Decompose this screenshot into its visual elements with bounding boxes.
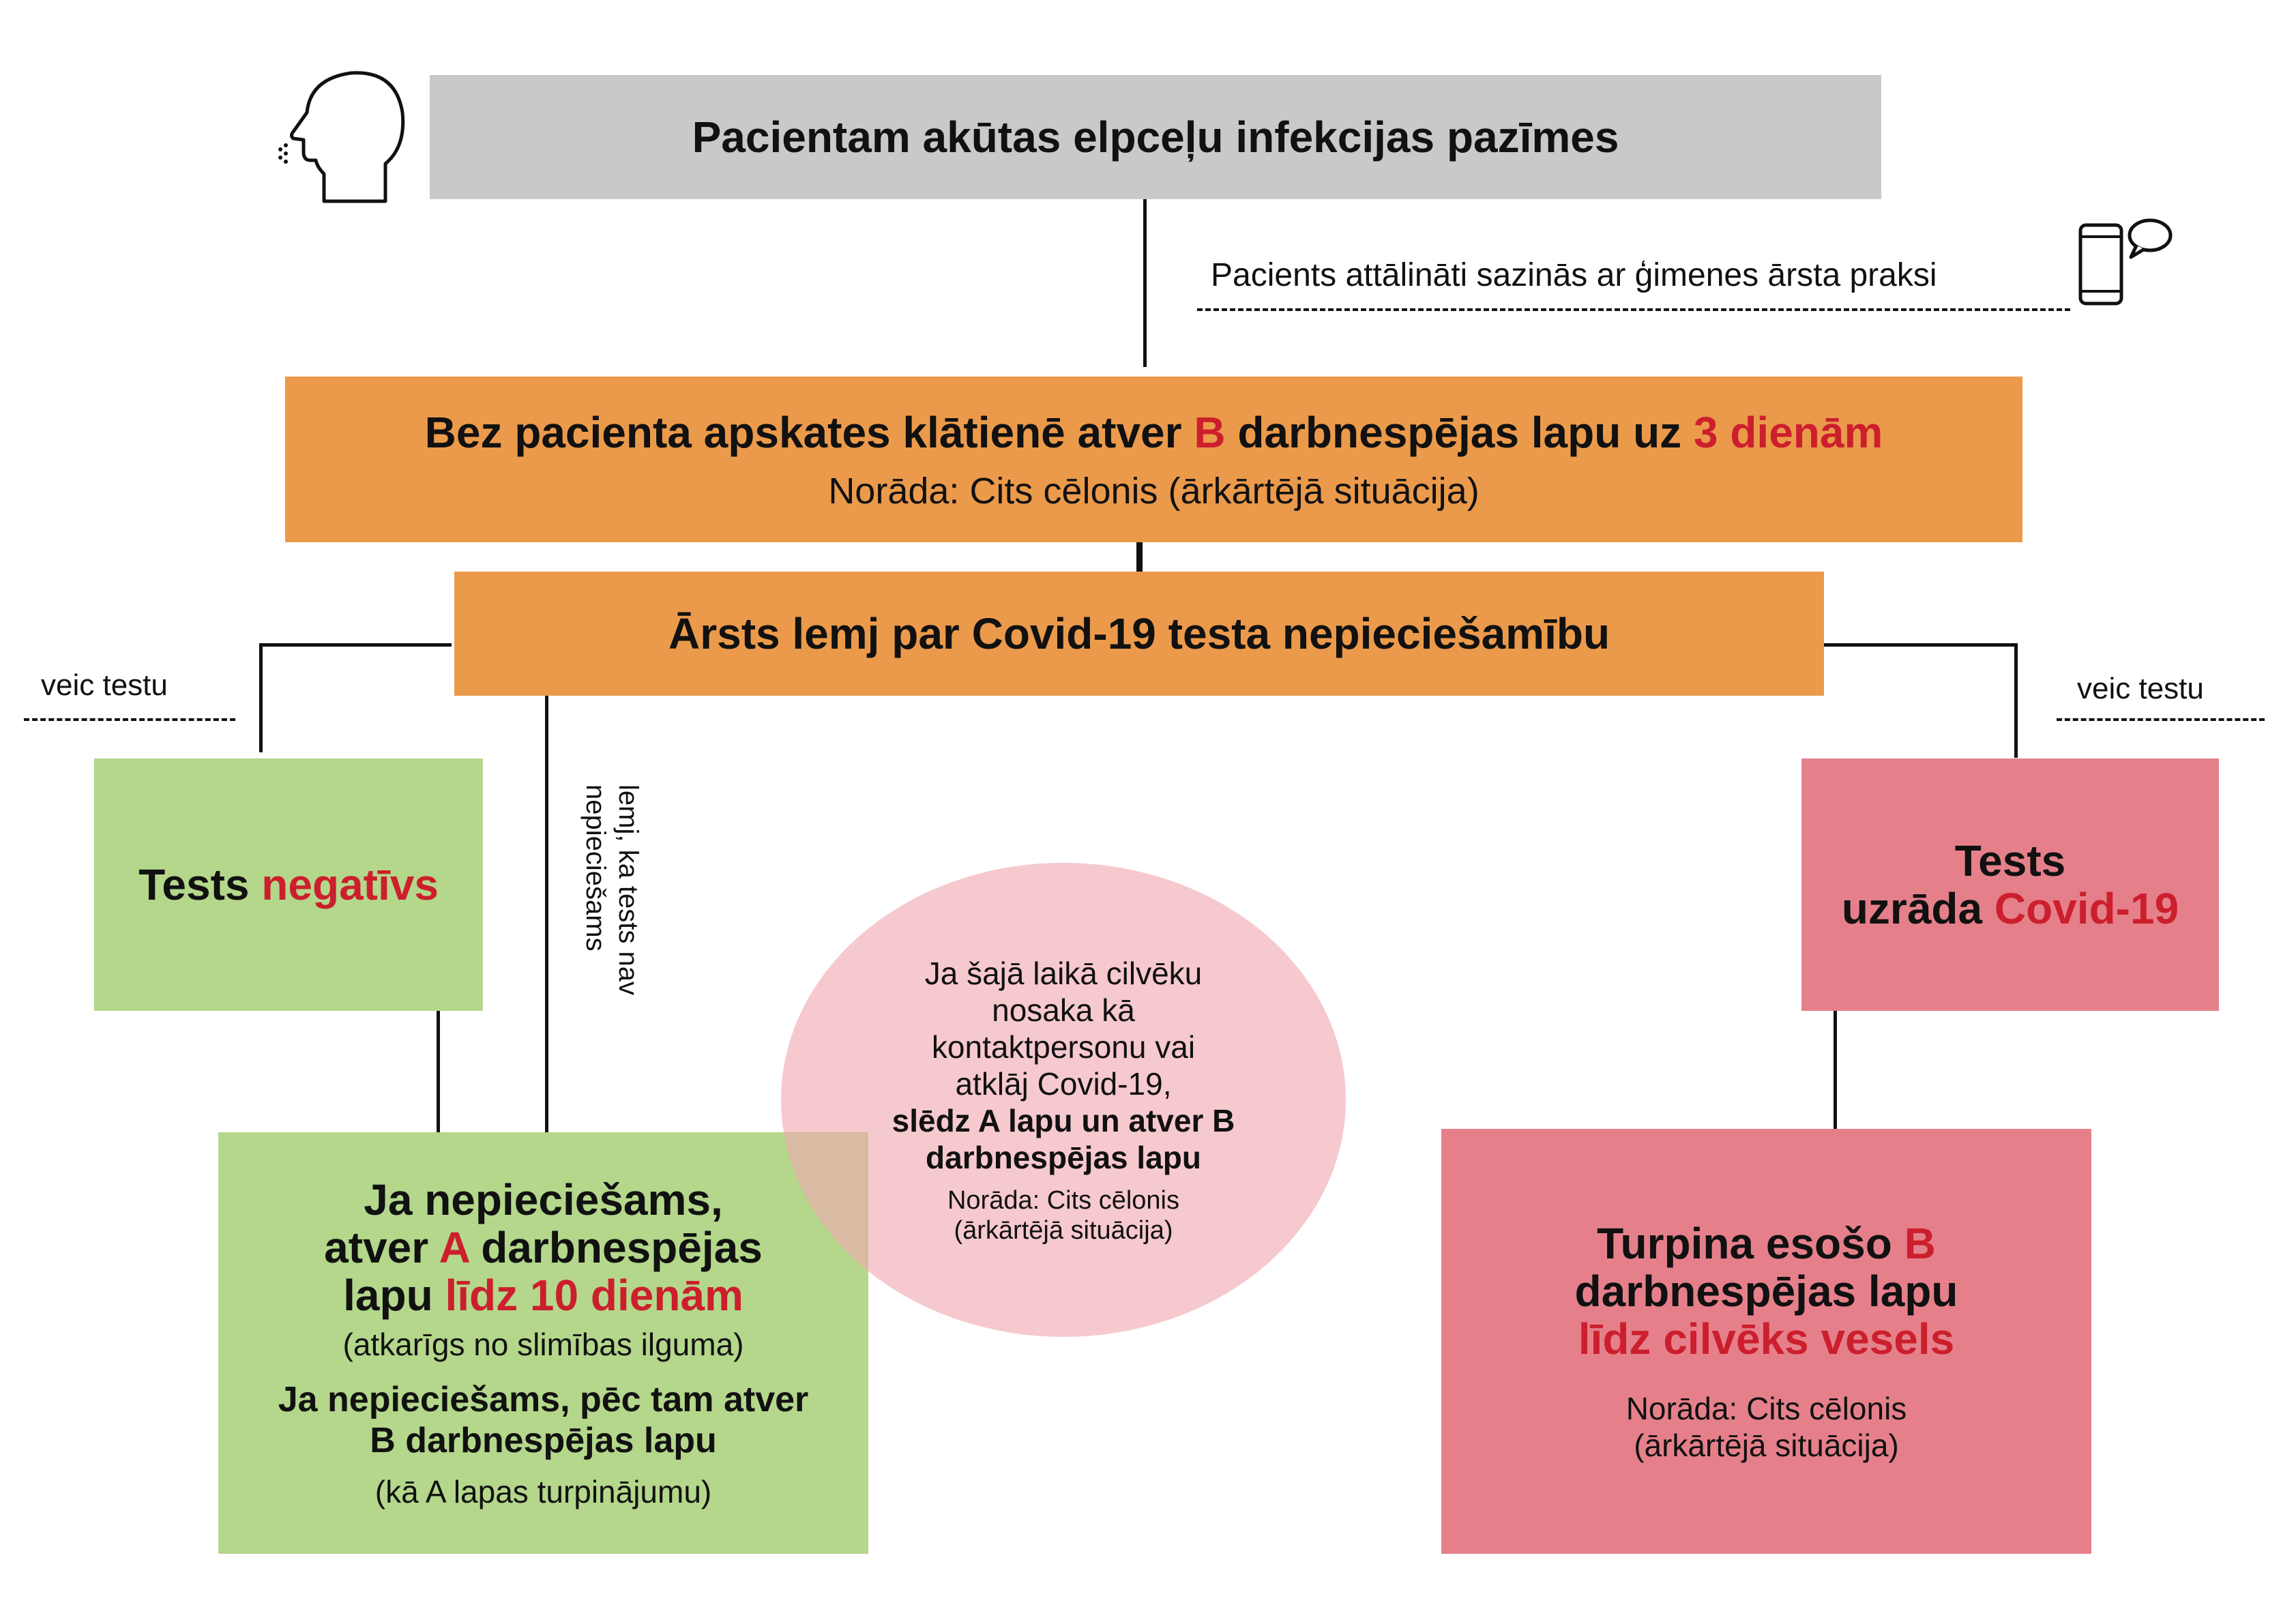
a-sheet-line3: lapu līdz 10 dienām [343, 1271, 744, 1320]
connector-left-h [259, 643, 452, 647]
continue-note: Norāda: Cits cēlonis (ārkārtējā situācij… [1625, 1390, 1907, 1463]
smartphone-chat-icon [2078, 218, 2173, 306]
test-negative-label: Tests negatīvs [138, 860, 439, 909]
head-profile-icon [278, 71, 405, 203]
test-positive-label: Tests uzrāda Covid-19 [1841, 836, 2179, 933]
a-sheet-line1: Ja nepieciešams, [364, 1175, 723, 1224]
left-test-label: veic testu [41, 668, 168, 702]
b-sheet-note: Norāda: Cits cēlonis (ārkārtējā situācij… [828, 470, 1480, 512]
b-sheet-box: Bez pacienta apskates klātienē atver B d… [285, 377, 2022, 542]
connector-pos-cont [1834, 1011, 1837, 1129]
connector-left-v [259, 643, 263, 752]
continue-line2: darbnespējas lapu [1574, 1266, 1958, 1316]
a-sheet-followup: Ja nepieciešams, pēc tam atver B darbnes… [278, 1380, 809, 1460]
a-sheet-line2: atver A darbnespējas [324, 1223, 763, 1272]
connector-neg-a [437, 1011, 440, 1136]
ellipse-note: Norāda: Cits cēlonis (ārkārtējā situācij… [947, 1185, 1180, 1245]
connector-b-decision [1136, 539, 1143, 573]
remote-contact-label: Pacients attālināti sazinās ar ģimenes ā… [1211, 257, 1937, 293]
dashed-left [24, 718, 235, 721]
symptoms-box: Pacientam akūtas elpceļu infekcijas pazī… [430, 75, 1881, 199]
connector-top [1143, 199, 1147, 367]
symptoms-title: Pacientam akūtas elpceļu infekcijas pazī… [692, 113, 1619, 162]
continue-b-box: Turpina esošo B darbnespējas lapu līdz c… [1441, 1129, 2091, 1554]
test-negative-box: Tests negatīvs [94, 758, 483, 1011]
connector-no-test [545, 692, 548, 1136]
connector-right-h [1823, 643, 2018, 647]
ellipse-action: slēdz A lapu un atver B darbnespējas lap… [892, 1102, 1235, 1175]
dashed-right [2057, 718, 2265, 721]
continue-line3: līdz cilvēks vesels [1578, 1314, 1955, 1363]
connector-right-v [2014, 643, 2018, 758]
decision-box: Ārsts lemj par Covid-19 testa nepiecieša… [454, 572, 1824, 696]
a-sheet-box: Ja nepieciešams, atver A darbnespējas la… [218, 1132, 868, 1554]
dashed-remote [1197, 308, 2070, 311]
test-positive-box: Tests uzrāda Covid-19 [1801, 758, 2219, 1011]
continue-line1: Turpina esošo B [1597, 1218, 1936, 1268]
a-sheet-continuation-note: (kā A lapas turpinājumu) [374, 1474, 712, 1509]
no-test-label: lemj, ka tests nav nepieciešams [580, 784, 643, 996]
decision-title: Ārsts lemj par Covid-19 testa nepiecieša… [668, 609, 1610, 658]
right-test-label: veic testu [2077, 672, 2204, 705]
contact-ellipse: Ja šajā laikā cilvēku nosaka kā kontaktp… [781, 863, 1346, 1337]
b-sheet-title: Bez pacienta apskates klātienē atver B d… [424, 407, 1883, 457]
a-sheet-duration-note: (atkarīgs no slimības ilguma) [342, 1327, 744, 1362]
